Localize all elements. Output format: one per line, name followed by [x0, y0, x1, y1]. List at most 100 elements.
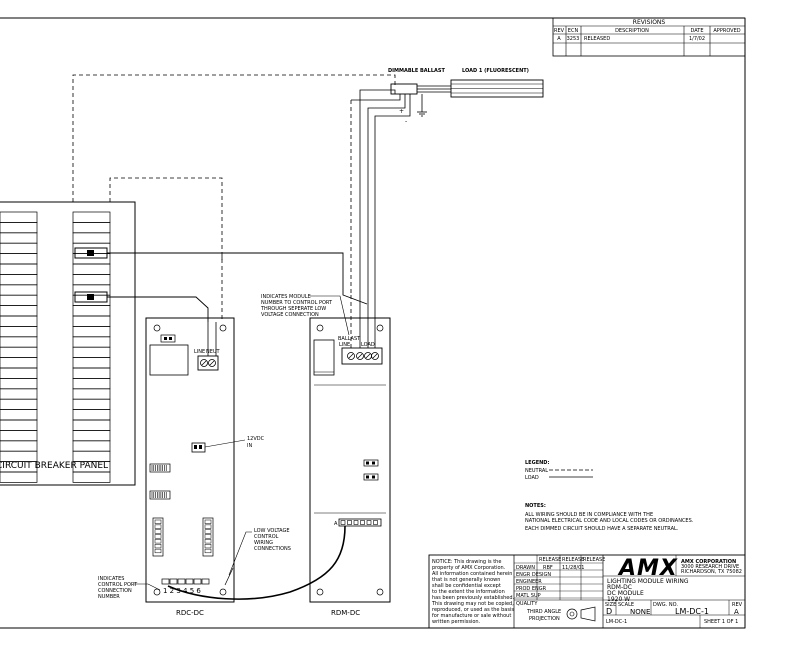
breaker-slot-left	[0, 471, 38, 483]
tb-mfg: MATL SUP	[516, 593, 541, 599]
breaker-slot-left	[0, 263, 38, 275]
breaker-slot-right	[72, 409, 111, 421]
lv-label-4: CONNECTIONS	[254, 546, 291, 552]
terminal-screw-slot	[348, 353, 354, 359]
notice-line: This drawing may not be copied,	[431, 601, 514, 607]
rdm-ballast-label-2: LINE	[339, 342, 350, 348]
notice-line: has been previously established.	[432, 595, 515, 601]
rev-value: A	[734, 608, 739, 616]
chip-pin	[204, 539, 212, 544]
rdc-line-neut-terminal	[197, 355, 219, 371]
chip-block	[149, 490, 171, 500]
breaker-slot-right	[72, 263, 111, 275]
rdc-12vdc-label-1: 12VDC	[247, 436, 265, 442]
breaker-column-left	[0, 211, 38, 483]
breaker-slot-left	[0, 357, 38, 369]
port-note-1: INDICATES	[98, 576, 124, 582]
rev-header-approved: APPROVED	[713, 28, 740, 34]
drawing-title-4: 1920 W	[607, 596, 630, 603]
chip-pin	[154, 539, 162, 544]
module-note-3: THROUGH SEPERATE LOW	[260, 306, 326, 312]
port-note-4: NUMBER	[98, 594, 120, 600]
ballast-plus: +	[399, 108, 404, 115]
breaker-slot-left	[0, 211, 38, 223]
breaker-slot-left	[0, 232, 38, 244]
chip-pin	[154, 534, 162, 539]
terminal-screw-slot	[365, 353, 371, 359]
breaker-switch-1-handle	[87, 250, 94, 256]
rdc-neut-label: NEUT	[206, 349, 221, 355]
chip-pin	[154, 544, 162, 549]
legend: LEGEND: NEUTRAL LOAD	[525, 460, 593, 481]
breaker-slot-right	[72, 430, 111, 442]
tb-quality: QUALITY	[516, 601, 538, 607]
control-pin	[373, 520, 378, 525]
breaker-slot-left	[0, 274, 38, 286]
rdc-line-label: LINE	[194, 349, 205, 355]
breaker-slot-right	[72, 398, 111, 410]
rdm-output-terminal	[341, 347, 383, 365]
chip-pin	[154, 519, 162, 524]
rdm-control-pins	[340, 520, 378, 525]
notice-line: NOTICE: This drawing is the	[432, 559, 501, 565]
legend-load: LOAD	[525, 475, 539, 481]
revisions-block: REVISIONS REV ECN DESCRIPTION DATE APPRO…	[552, 17, 746, 57]
tb-release-2: RELEASE	[562, 557, 584, 563]
chip-pin	[204, 544, 212, 549]
notice-line: reproduced, or used as the basis	[432, 607, 514, 613]
breaker-slot-right	[72, 367, 111, 379]
sheet-number: SHEET 1 OF 1	[704, 619, 738, 625]
notes-line-2: NATIONAL ELECTRICAL CODE AND LOCAL CODES…	[525, 518, 694, 524]
lv-label-2: CONTROL	[254, 534, 279, 540]
terminal-screw-slot	[372, 353, 378, 359]
control-pin	[347, 520, 352, 525]
tb-eng: ENGR DESIGN	[516, 572, 551, 578]
notice-line: for manufacture or sale without	[432, 613, 511, 619]
breaker-slot-left	[0, 315, 38, 327]
terminal-screw	[347, 352, 355, 360]
breaker-slot-left	[0, 409, 38, 421]
chip-pin	[154, 524, 162, 529]
chip-pin	[154, 529, 162, 534]
notice-line: that is not generally known	[432, 577, 500, 583]
lv-label-1: LOW VOLTAGE	[254, 528, 289, 534]
tb-third-angle-1: THIRD ANGLE	[526, 609, 561, 615]
rdm-control-connector	[338, 518, 382, 527]
breaker-slot-left	[0, 336, 38, 348]
amx-logo: AMX	[617, 556, 678, 581]
control-port	[193, 578, 202, 585]
breaker-slot-left	[0, 367, 38, 379]
notice-line: All information contained herein	[432, 571, 512, 577]
size-label: SIZE	[605, 602, 616, 608]
control-port	[169, 578, 178, 585]
breaker-slot-right	[72, 222, 111, 234]
size-value: D	[606, 607, 612, 616]
breaker-slot-left	[0, 284, 38, 296]
module-note-1: INDICATES MODULE	[261, 294, 311, 300]
rev-row-description: RELEASED	[584, 36, 610, 42]
title-block-rows	[514, 562, 603, 599]
chip-pin	[204, 529, 212, 534]
breaker-slot-left	[0, 440, 38, 452]
breaker-slot-left	[0, 430, 38, 442]
rev-label: REV	[732, 602, 743, 608]
chip-pin	[204, 548, 212, 554]
chip-block	[152, 517, 164, 557]
control-pin	[353, 520, 359, 525]
breaker-slot-right	[72, 284, 111, 296]
rdc-control-ports	[161, 578, 210, 585]
scale-value: NONE	[630, 608, 650, 616]
load1-label: LOAD 1 (FLUORESCENT)	[462, 68, 529, 74]
breaker-slot-left	[0, 305, 38, 317]
tb-drawn-date: 11/28/01	[562, 565, 584, 571]
control-port	[161, 578, 170, 585]
rdm-dc-label: RDM-DC	[331, 609, 360, 617]
module-note-4: VOLTAGE CONNECTION	[261, 312, 319, 318]
rdc-12vdc-label-2: IN	[247, 443, 252, 449]
breaker-slot-right	[72, 305, 111, 317]
breaker-slot-left	[0, 346, 38, 358]
drawing-title-2: RDM-DC	[607, 584, 632, 591]
